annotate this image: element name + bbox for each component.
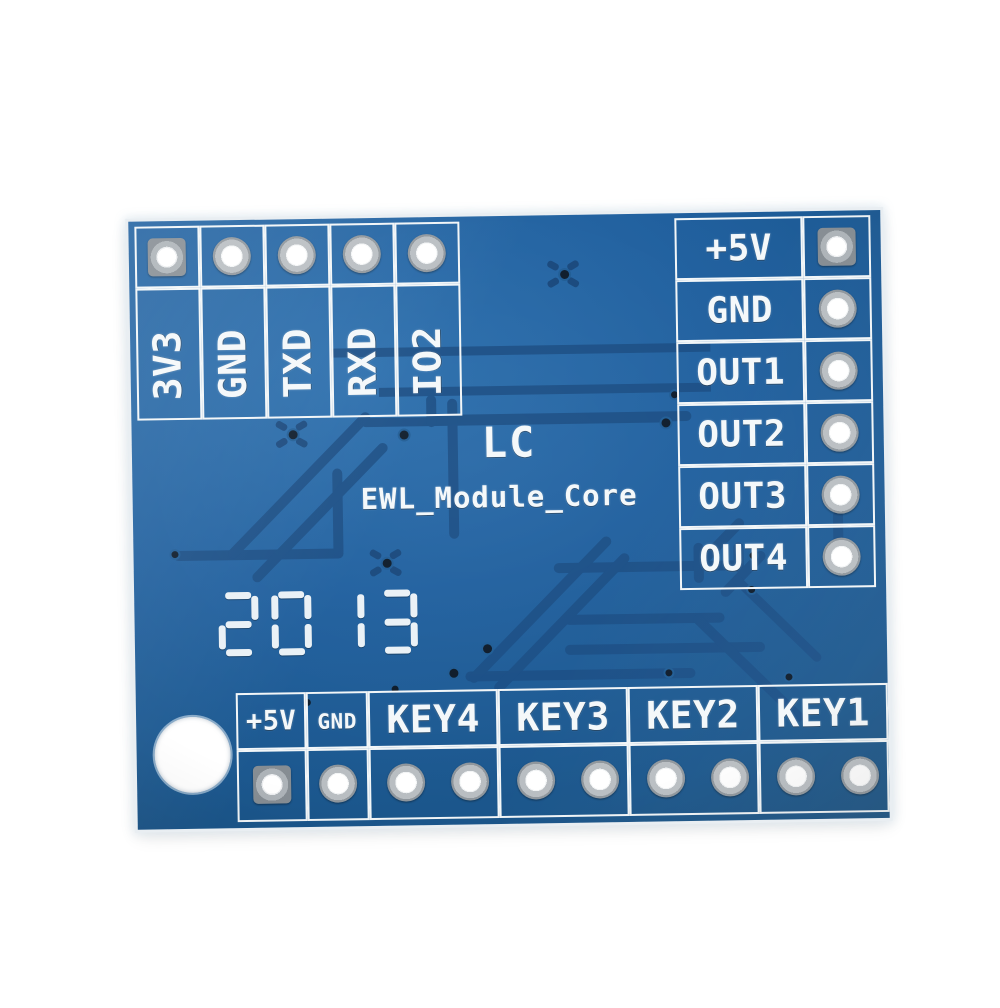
via-thermal-left (274, 419, 309, 450)
via-3 (171, 551, 179, 559)
bottom-label-key1: KEY1 (775, 690, 871, 736)
left-label-io2: IO2 (404, 325, 451, 397)
left-label-rxd: RXD (339, 326, 386, 398)
bottom-label-5v: +5V (245, 705, 297, 738)
mounting-hole (154, 716, 232, 794)
right-label-out4: OUT4 (698, 537, 789, 580)
via-4 (482, 644, 493, 654)
bottom-label-key4: KEY4 (386, 696, 481, 742)
trace-out1-run (431, 410, 692, 426)
year-digit-2 (218, 591, 259, 657)
via-6 (665, 669, 673, 677)
bottom-label-key2: KEY2 (645, 692, 741, 738)
via-1 (399, 430, 409, 440)
board-name: EWL_Module_Core (360, 477, 638, 517)
via-2 (661, 418, 671, 428)
via-thermal-top (546, 259, 581, 289)
right-label-out1: OUT1 (696, 351, 786, 394)
right-pad-5v[interactable] (817, 227, 857, 266)
via-9 (785, 673, 793, 681)
year-digit-0 (271, 591, 312, 656)
pcb-board: 3V3 GND TXD RXD IO2 +5V (128, 209, 890, 830)
year-digit-3 (377, 589, 418, 654)
via-7 (449, 668, 459, 678)
left-label-txd: TXD (274, 327, 321, 399)
year-marking (218, 589, 418, 657)
right-label-gnd: GND (706, 289, 774, 332)
right-label-5v: +5V (705, 227, 773, 270)
trace-left-stub (173, 548, 344, 562)
bottom-label-gnd: GND (317, 709, 358, 734)
left-label-gnd: GND (209, 328, 256, 400)
brand-logo: LC (481, 417, 537, 468)
right-header[interactable]: +5V GND OUT1 OUT2 OUT3 OUT4 (128, 210, 880, 591)
right-label-out2: OUT2 (697, 413, 787, 456)
bottom-pad-5v[interactable] (252, 765, 292, 804)
bottom-label-key3: KEY3 (515, 694, 611, 740)
year-digit-1 (324, 590, 365, 655)
trace-diag-3 (466, 534, 614, 685)
via-thermal-mid (368, 548, 403, 578)
right-label-out3: OUT3 (697, 475, 788, 518)
left-label-3v3: 3V3 (144, 329, 191, 401)
left-pad-3v3[interactable] (147, 237, 187, 277)
